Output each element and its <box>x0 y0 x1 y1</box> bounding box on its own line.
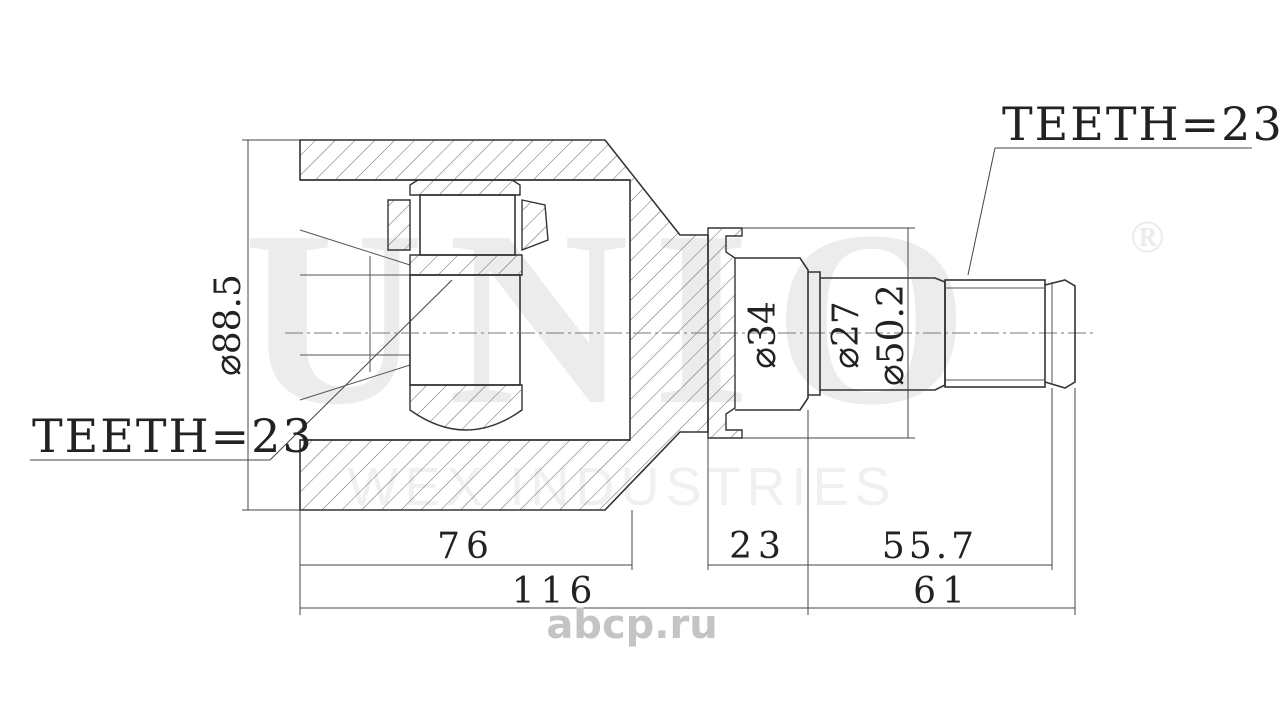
watermark: UNIO ® WEX INDUSTRIES <box>244 180 1165 517</box>
dim-diameter-34: ⌀34 <box>743 301 784 368</box>
roller-left <box>387 199 411 251</box>
watermark-brand: UNIO <box>244 180 993 457</box>
dim-length-55-7: 55.7 <box>882 526 978 567</box>
shaft <box>707 227 1076 439</box>
dim-length-116: 116 <box>512 571 599 612</box>
tripod-roller <box>387 179 549 431</box>
dim-length-23: 23 <box>729 526 787 567</box>
teeth-label-inner: TEETH=23 <box>32 409 314 463</box>
dim-length-61: 61 <box>913 571 971 612</box>
watermark-registered: ® <box>1130 211 1164 262</box>
roller-cap <box>409 179 521 196</box>
dimension-lines <box>30 139 1252 615</box>
dimension-texts: ⌀88.5 ⌀34 ⌀27 ⌀50.2 76 23 55.7 116 61 <box>208 274 978 612</box>
dim-diameter-housing: ⌀88.5 <box>208 274 249 376</box>
abcp-logo: abcp.ru <box>546 602 717 648</box>
dim-length-76: 76 <box>437 526 495 567</box>
abcp-logo-text: abcp.ru <box>546 602 717 648</box>
teeth-label-outer: TEETH=23 <box>1002 97 1280 151</box>
dim-diameter-27: ⌀27 <box>826 301 867 368</box>
roller-right <box>521 199 549 252</box>
dim-diameter-50-2: ⌀50.2 <box>871 284 912 386</box>
tripod-bottom <box>409 384 523 431</box>
tripod-body <box>409 254 523 276</box>
